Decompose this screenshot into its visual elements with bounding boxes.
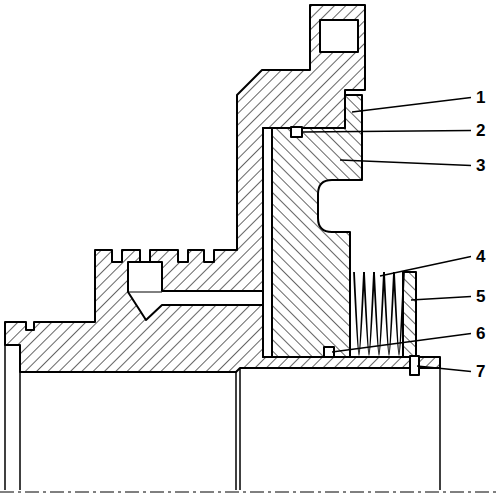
callout-number: 2 bbox=[474, 121, 487, 140]
callout-number: 5 bbox=[474, 287, 487, 306]
callout-number: 7 bbox=[474, 362, 487, 381]
leader-line bbox=[340, 160, 471, 166]
housing-hub bbox=[5, 5, 440, 372]
seal-ring bbox=[291, 127, 302, 137]
center-line bbox=[0, 492, 500, 493]
oil-passage bbox=[128, 262, 263, 320]
spring-winding bbox=[374, 272, 384, 355]
callout-number: 6 bbox=[474, 324, 487, 343]
callout-number: 1 bbox=[474, 88, 487, 107]
leader-line bbox=[411, 297, 471, 301]
leader-line bbox=[302, 131, 471, 133]
spring-winding bbox=[384, 272, 394, 355]
spring-winding bbox=[364, 272, 374, 355]
bore-lines bbox=[5, 345, 440, 490]
leader-lines bbox=[302, 98, 471, 372]
leader-line bbox=[352, 98, 471, 113]
spring-coil bbox=[354, 272, 404, 355]
leader-line bbox=[332, 334, 471, 353]
spring-winding bbox=[354, 272, 364, 355]
spring-retainer bbox=[403, 272, 416, 357]
friction-plate bbox=[263, 128, 272, 357]
callout-number: 4 bbox=[474, 247, 487, 266]
piston bbox=[272, 95, 362, 357]
leader-line bbox=[380, 257, 471, 277]
leader-line bbox=[417, 366, 471, 372]
callout-number: 3 bbox=[474, 156, 487, 175]
bolt-hole bbox=[320, 20, 358, 52]
